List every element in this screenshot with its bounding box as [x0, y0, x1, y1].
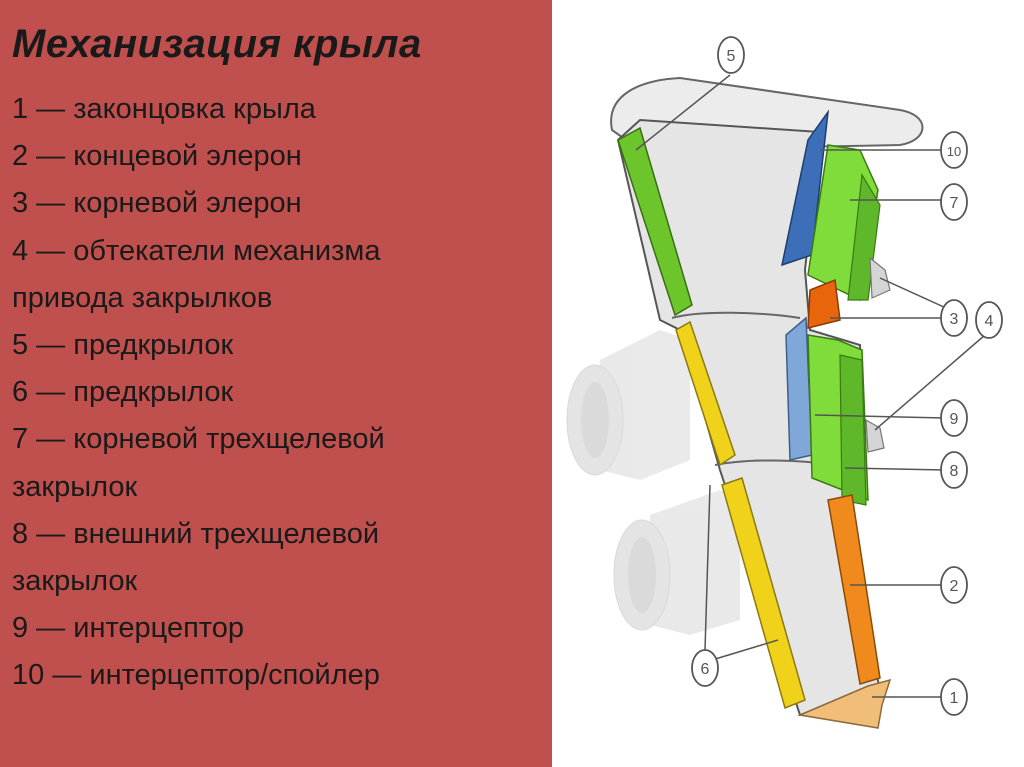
legend-item-6: 6 — предкрылок	[12, 376, 234, 409]
callout-2: 2	[940, 566, 968, 604]
callout-3: 3	[940, 299, 968, 337]
aileron-2	[827, 494, 881, 685]
svg-text:8: 8	[950, 463, 959, 480]
diagram-panel: 5 10 7 3 4 9 8	[552, 0, 1024, 767]
slide-title: Механизация крыла	[12, 22, 422, 66]
legend-item-3: 3 — корневой элерон	[12, 187, 302, 220]
legend-item-1: 1 — законцовка крыла	[12, 93, 316, 125]
wing-section-line	[671, 311, 801, 319]
svg-text:6: 6	[701, 661, 710, 678]
engine-outer	[613, 490, 740, 635]
legend-item-9: 9 — интерцептор	[12, 612, 244, 645]
engine-inner	[566, 330, 690, 480]
svg-text:7: 7	[950, 195, 959, 212]
flap-fairing-4-lower	[865, 418, 885, 453]
callout-9: 9	[940, 399, 968, 437]
legend-item-2: 2 — концевой элерон	[12, 140, 302, 173]
callout-1: 1	[940, 678, 968, 716]
left-text-panel: Механизация крыла 1 — законцовка крыла 2…	[0, 0, 552, 767]
flap-7-slot	[847, 173, 881, 301]
svg-text:9: 9	[950, 411, 959, 428]
aileron-3	[807, 278, 841, 329]
legend-item-4-cont: привода закрылков	[12, 281, 273, 314]
svg-text:4: 4	[985, 313, 994, 330]
callout-6: 6	[691, 649, 719, 687]
legend-item-5: 5 — предкрылок	[12, 329, 234, 362]
svg-text:1: 1	[950, 690, 959, 707]
legend-item-8: 8 — внешний трехщелевой	[12, 517, 380, 550]
flap-8-slot	[839, 354, 867, 506]
slat-6-upper	[675, 320, 736, 467]
callout-lines	[635, 74, 986, 698]
callout-7: 7	[940, 183, 968, 221]
interceptor-9	[785, 316, 813, 461]
slat-6-lower	[721, 477, 806, 710]
spoiler-10	[781, 109, 830, 267]
svg-text:2: 2	[950, 578, 959, 595]
legend-item-7: 7 — корневой трехщелевой	[12, 423, 385, 456]
svg-text:10: 10	[947, 144, 961, 159]
wingtip-1	[797, 678, 892, 729]
wing-diagram: 5 10 7 3 4 9 8	[566, 36, 1003, 729]
legend-item-4: 4 — обтекатели механизма	[12, 234, 381, 267]
svg-text:5: 5	[727, 48, 736, 65]
callout-5: 5	[717, 36, 745, 74]
legend-list: 1 — законцовка крыла 2 — концевой элерон…	[12, 86, 542, 700]
legend-item-8-cont: закрылок	[12, 565, 138, 598]
slat-5	[617, 126, 693, 317]
legend-item-7-cont: закрылок	[12, 470, 138, 503]
callout-10: 10	[940, 131, 968, 169]
callout-4: 4	[975, 301, 1003, 339]
legend-item-10: 10 — интерцептор/спойлер	[12, 659, 380, 692]
svg-text:3: 3	[950, 311, 959, 328]
callout-8: 8	[940, 451, 968, 489]
